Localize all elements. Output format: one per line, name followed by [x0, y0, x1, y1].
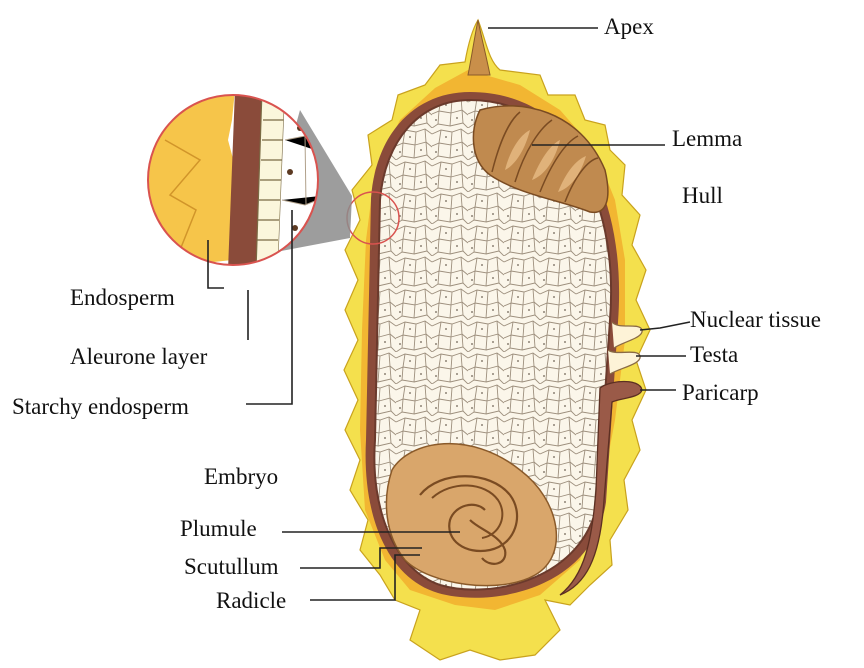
label-plumule: Plumule: [180, 516, 257, 541]
label-testa: Testa: [690, 342, 738, 367]
label-endosperm: Endosperm: [70, 285, 175, 310]
label-radicle: Radicle: [216, 588, 286, 613]
label-embryo: Embryo: [204, 464, 278, 489]
label-paricarp: Paricarp: [682, 380, 759, 405]
label-hull: Hull: [682, 183, 723, 208]
label-nuclear-tissue: Nuclear tissue: [690, 307, 821, 332]
label-lemma: Lemma: [672, 126, 742, 151]
label-starchy-endosperm: Starchy endosperm: [12, 394, 189, 419]
label-aleurone-layer: Aleurone layer: [70, 344, 208, 369]
label-apex: Apex: [604, 14, 654, 39]
label-scutullum: Scutullum: [184, 554, 279, 579]
